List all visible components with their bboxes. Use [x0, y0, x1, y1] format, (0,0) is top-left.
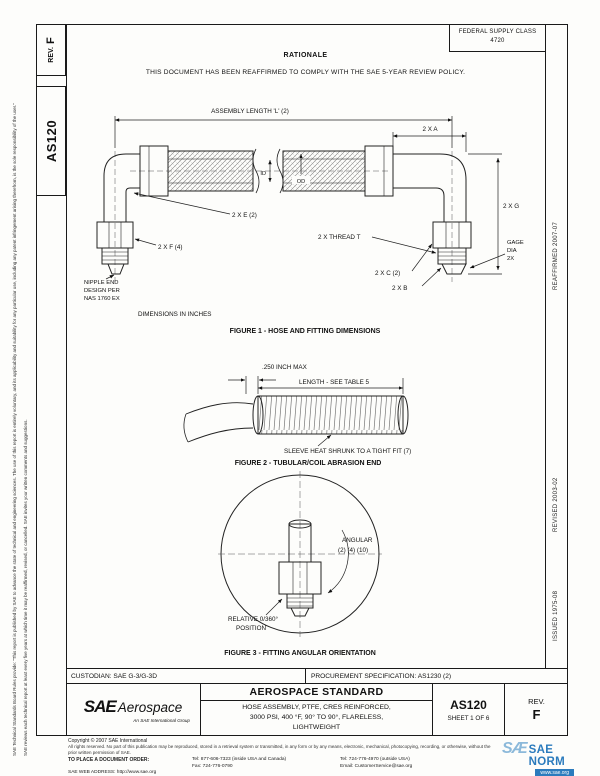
- sae-logo-subtitle: An SAE International Group: [133, 717, 190, 723]
- fig1-nipple-note-2: DESIGN PER: [84, 288, 120, 294]
- fig1-gage-label-1: GAGE: [507, 240, 524, 246]
- procurement-cell: PROCUREMENT SPECIFICATION: AS1230 (2): [305, 669, 568, 683]
- figure3-dimension-lines: [265, 529, 349, 616]
- rationale-title: RATIONALE: [283, 52, 328, 59]
- rev-cell: REV. F: [504, 684, 568, 735]
- fig1-units-note: DIMENSIONS IN INCHES: [138, 311, 211, 318]
- federal-supply-class-value: 4720: [490, 38, 505, 44]
- fig1-od-label: OD: [297, 179, 305, 185]
- issued-note: ISSUED 1975-08: [553, 590, 559, 641]
- rationale-body: THIS DOCUMENT HAS BEEN REAFFIRMED TO COM…: [145, 69, 466, 76]
- fig1-gage-label-2: DIA: [507, 248, 517, 254]
- custodian-cell: CUSTODIAN: SAE G-3/G-3D: [71, 672, 157, 680]
- fig1-thread-label: 2 X THREAD T: [318, 234, 361, 241]
- figure3-caption: FIGURE 3 - FITTING ANGULAR ORIENTATION: [224, 650, 376, 657]
- date-strip-border: [545, 24, 547, 668]
- doc-number-tab-value: AS120: [43, 119, 59, 163]
- fig1-2xf-label: 2 X F (4): [158, 244, 183, 251]
- standard-title: HOSE ASSEMBLY, PTFE, CRES REINFORCED, 30…: [201, 701, 432, 735]
- sae-norm-url: www.sae.org: [535, 769, 574, 776]
- content-left-border: [66, 24, 68, 736]
- federal-supply-class-label: FEDERAL SUPPLY CLASS: [458, 29, 537, 35]
- rev-tab-value: F: [45, 37, 57, 45]
- left-margin-disclaimer-1: SAE Technical Standards Board Rules prov…: [12, 103, 17, 756]
- sae-norm-glyph: SÆ: [502, 740, 528, 757]
- fig1-assembly-length-label: ASSEMBLY LENGTH 'L' (2): [211, 108, 289, 115]
- standard-type-heading: AEROSPACE STANDARD: [201, 684, 432, 701]
- fig3-angular-label-2: (2) (4) (10): [338, 547, 368, 554]
- fig2-length-label: LENGTH - SEE TABLE 5: [299, 379, 370, 386]
- rev-cell-label: REV.: [528, 697, 545, 706]
- doc-number-cell: AS120 SHEET 1 OF 6: [432, 684, 504, 735]
- fig1-2xc-label: 2 X C (2): [375, 270, 400, 277]
- figure1-dimension-lines: [105, 116, 506, 287]
- left-margin-disclaimer-2: SAE reviews each technical report at lea…: [23, 419, 28, 756]
- tel-outside-line: Tel: 724-776-4970 (outside USA): [340, 757, 410, 762]
- email-line: Email: CustomerService@sae.org: [340, 764, 413, 769]
- fig3-angular-label-1: ANGULAR: [342, 537, 373, 544]
- revised-note: REVISED 2003-02: [553, 477, 559, 532]
- sae-norm-logo: SÆ SAE NORM www.sae.org: [502, 740, 574, 776]
- rev-tab-label: REV.: [47, 47, 55, 63]
- figure3-angular-orientation-drawing: ANGULAR (2) (4) (10) RELATIVE 0/360° POS…: [218, 471, 382, 657]
- fig1-2xb-label: 2 X B: [392, 285, 407, 292]
- sae-aerospace-logo: SAE Aerospace An SAE International Group: [66, 684, 200, 735]
- fig2-sleeve-note: SLEEVE HEAT SHRUNK TO A TIGHT FIT (7): [284, 448, 411, 455]
- sae-norm-text: SAE NORM: [528, 744, 566, 768]
- fig3-relative-label-2: POSITION: [236, 625, 267, 632]
- rev-cell-value: F: [532, 707, 541, 722]
- fig1-2xg-label: 2 X G: [503, 203, 519, 210]
- fig1-id-label: ID: [260, 171, 266, 177]
- figure1-hose-and-fitting-drawing: ASSEMBLY LENGTH 'L' (2) 2 X A ID OD 2 X …: [84, 108, 524, 335]
- tel-inside-line: Tel: 877-606-7323 (inside USA and Canada…: [192, 757, 287, 762]
- standard-title-line3: LIGHTWEIGHT: [292, 723, 341, 731]
- fig1-2xe-label: 2 X E (2): [232, 212, 257, 219]
- order-label: TO PLACE A DOCUMENT ORDER:: [68, 757, 150, 763]
- fig1-nipple-note-3: NAS 1760 EX: [84, 296, 120, 302]
- rev-tab: REV. F: [36, 24, 66, 76]
- rights-line: All rights reserved. No part of this pub…: [68, 744, 491, 755]
- fig3-relative-label-1: RELATIVE 0/360°: [228, 615, 278, 623]
- doc-number-tab: AS120: [36, 86, 66, 196]
- title-block: SAE Aerospace An SAE International Group…: [66, 684, 568, 736]
- aerospace-logo-text: Aerospace: [117, 699, 183, 715]
- spec-row: CUSTODIAN: SAE G-3/G-3D PROCUREMENT SPEC…: [66, 668, 568, 684]
- title-block-center: AEROSPACE STANDARD HOSE ASSEMBLY, PTFE, …: [200, 684, 432, 735]
- doc-number-value: AS120: [450, 697, 487, 712]
- fitting-orientation-outline: [218, 471, 382, 637]
- standard-title-line2: 3000 PSI, 400 °F, 90° TO 90°, FLARELESS,: [249, 714, 384, 722]
- copyright-line: Copyright © 2007 SAE International: [68, 738, 148, 744]
- figure1-caption: FIGURE 1 - HOSE AND FITTING DIMENSIONS: [230, 328, 381, 335]
- abrasion-guard-outline: [183, 395, 409, 443]
- web-address-line: SAE WEB ADDRESS: http://www.sae.org: [68, 770, 157, 775]
- reaffirmed-note: REAFFIRMED 2007-07: [553, 221, 559, 290]
- sheet-number: SHEET 1 OF 6: [447, 714, 490, 722]
- hose-assembly-outline: [96, 145, 472, 282]
- standard-title-line1: HOSE ASSEMBLY, PTFE, CRES REINFORCED,: [242, 704, 391, 712]
- figure2-dimension-lines: [228, 376, 404, 447]
- fig1-2xa-label: 2 X A: [422, 126, 438, 133]
- sae-logo-text: SAE: [83, 696, 117, 716]
- figure2-caption: FIGURE 2 - TUBULAR/COIL ABRASION END: [235, 460, 382, 467]
- federal-supply-class-box: FEDERAL SUPPLY CLASS 4720: [449, 24, 546, 52]
- fax-line: Fax: 724-776-0790: [192, 764, 233, 769]
- fig1-gage-label-3: 2X: [507, 256, 514, 262]
- fig1-nipple-note-1: NIPPLE END: [84, 280, 118, 286]
- fig2-inch-max-label: .250 INCH MAX: [262, 364, 308, 371]
- figure2-abrasion-guard-drawing: .250 INCH MAX LENGTH - SEE TABLE 5 SLEEV…: [183, 364, 411, 467]
